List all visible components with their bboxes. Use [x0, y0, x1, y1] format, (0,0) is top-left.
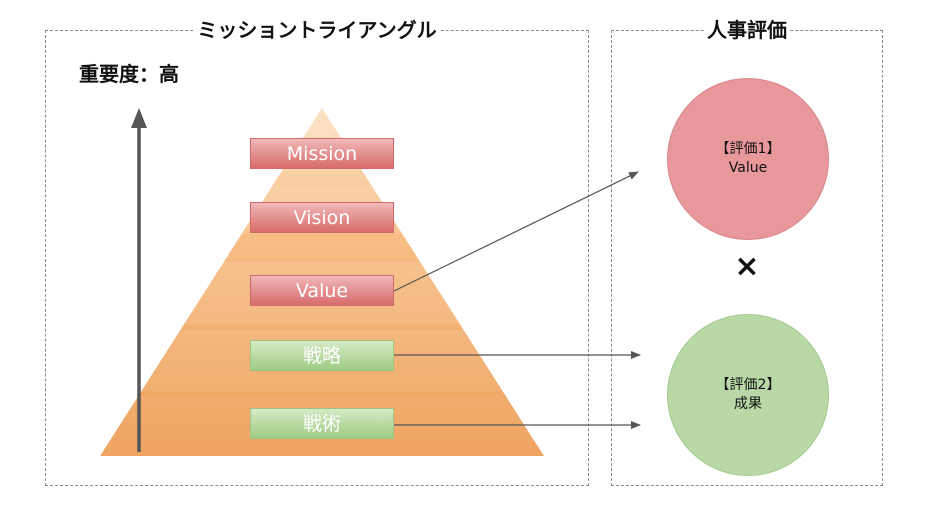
- level-vision: Vision: [250, 202, 394, 233]
- evaluation2-heading: 【評価2】: [715, 377, 781, 393]
- multiply-icon: ×: [734, 249, 760, 284]
- level-mission: Mission: [250, 138, 394, 169]
- mission-triangle-panel: ミッショントライアングル: [45, 18, 589, 486]
- evaluation1-label: Value: [728, 160, 768, 176]
- importance-arrow-head: [131, 108, 147, 128]
- importance-high-label: 重要度：高: [79, 62, 179, 86]
- level-strategy: 戦略: [250, 340, 394, 371]
- mission-triangle-title: ミッショントライアングル: [195, 18, 439, 42]
- evaluation1-circle: 【評価1】 Value: [667, 78, 829, 240]
- evaluation2-label: 成果: [734, 396, 762, 412]
- evaluation1-heading: 【評価1】: [715, 141, 781, 157]
- hr-evaluation-title: 人事評価: [705, 18, 789, 42]
- level-tactics: 戦術: [250, 408, 394, 439]
- value-to-evaluation1-arrow: [393, 171, 639, 292]
- hr-evaluation-panel: 人事評価: [611, 18, 883, 486]
- evaluation2-circle: 【評価2】 成果: [667, 314, 829, 476]
- level-value: Value: [250, 275, 394, 306]
